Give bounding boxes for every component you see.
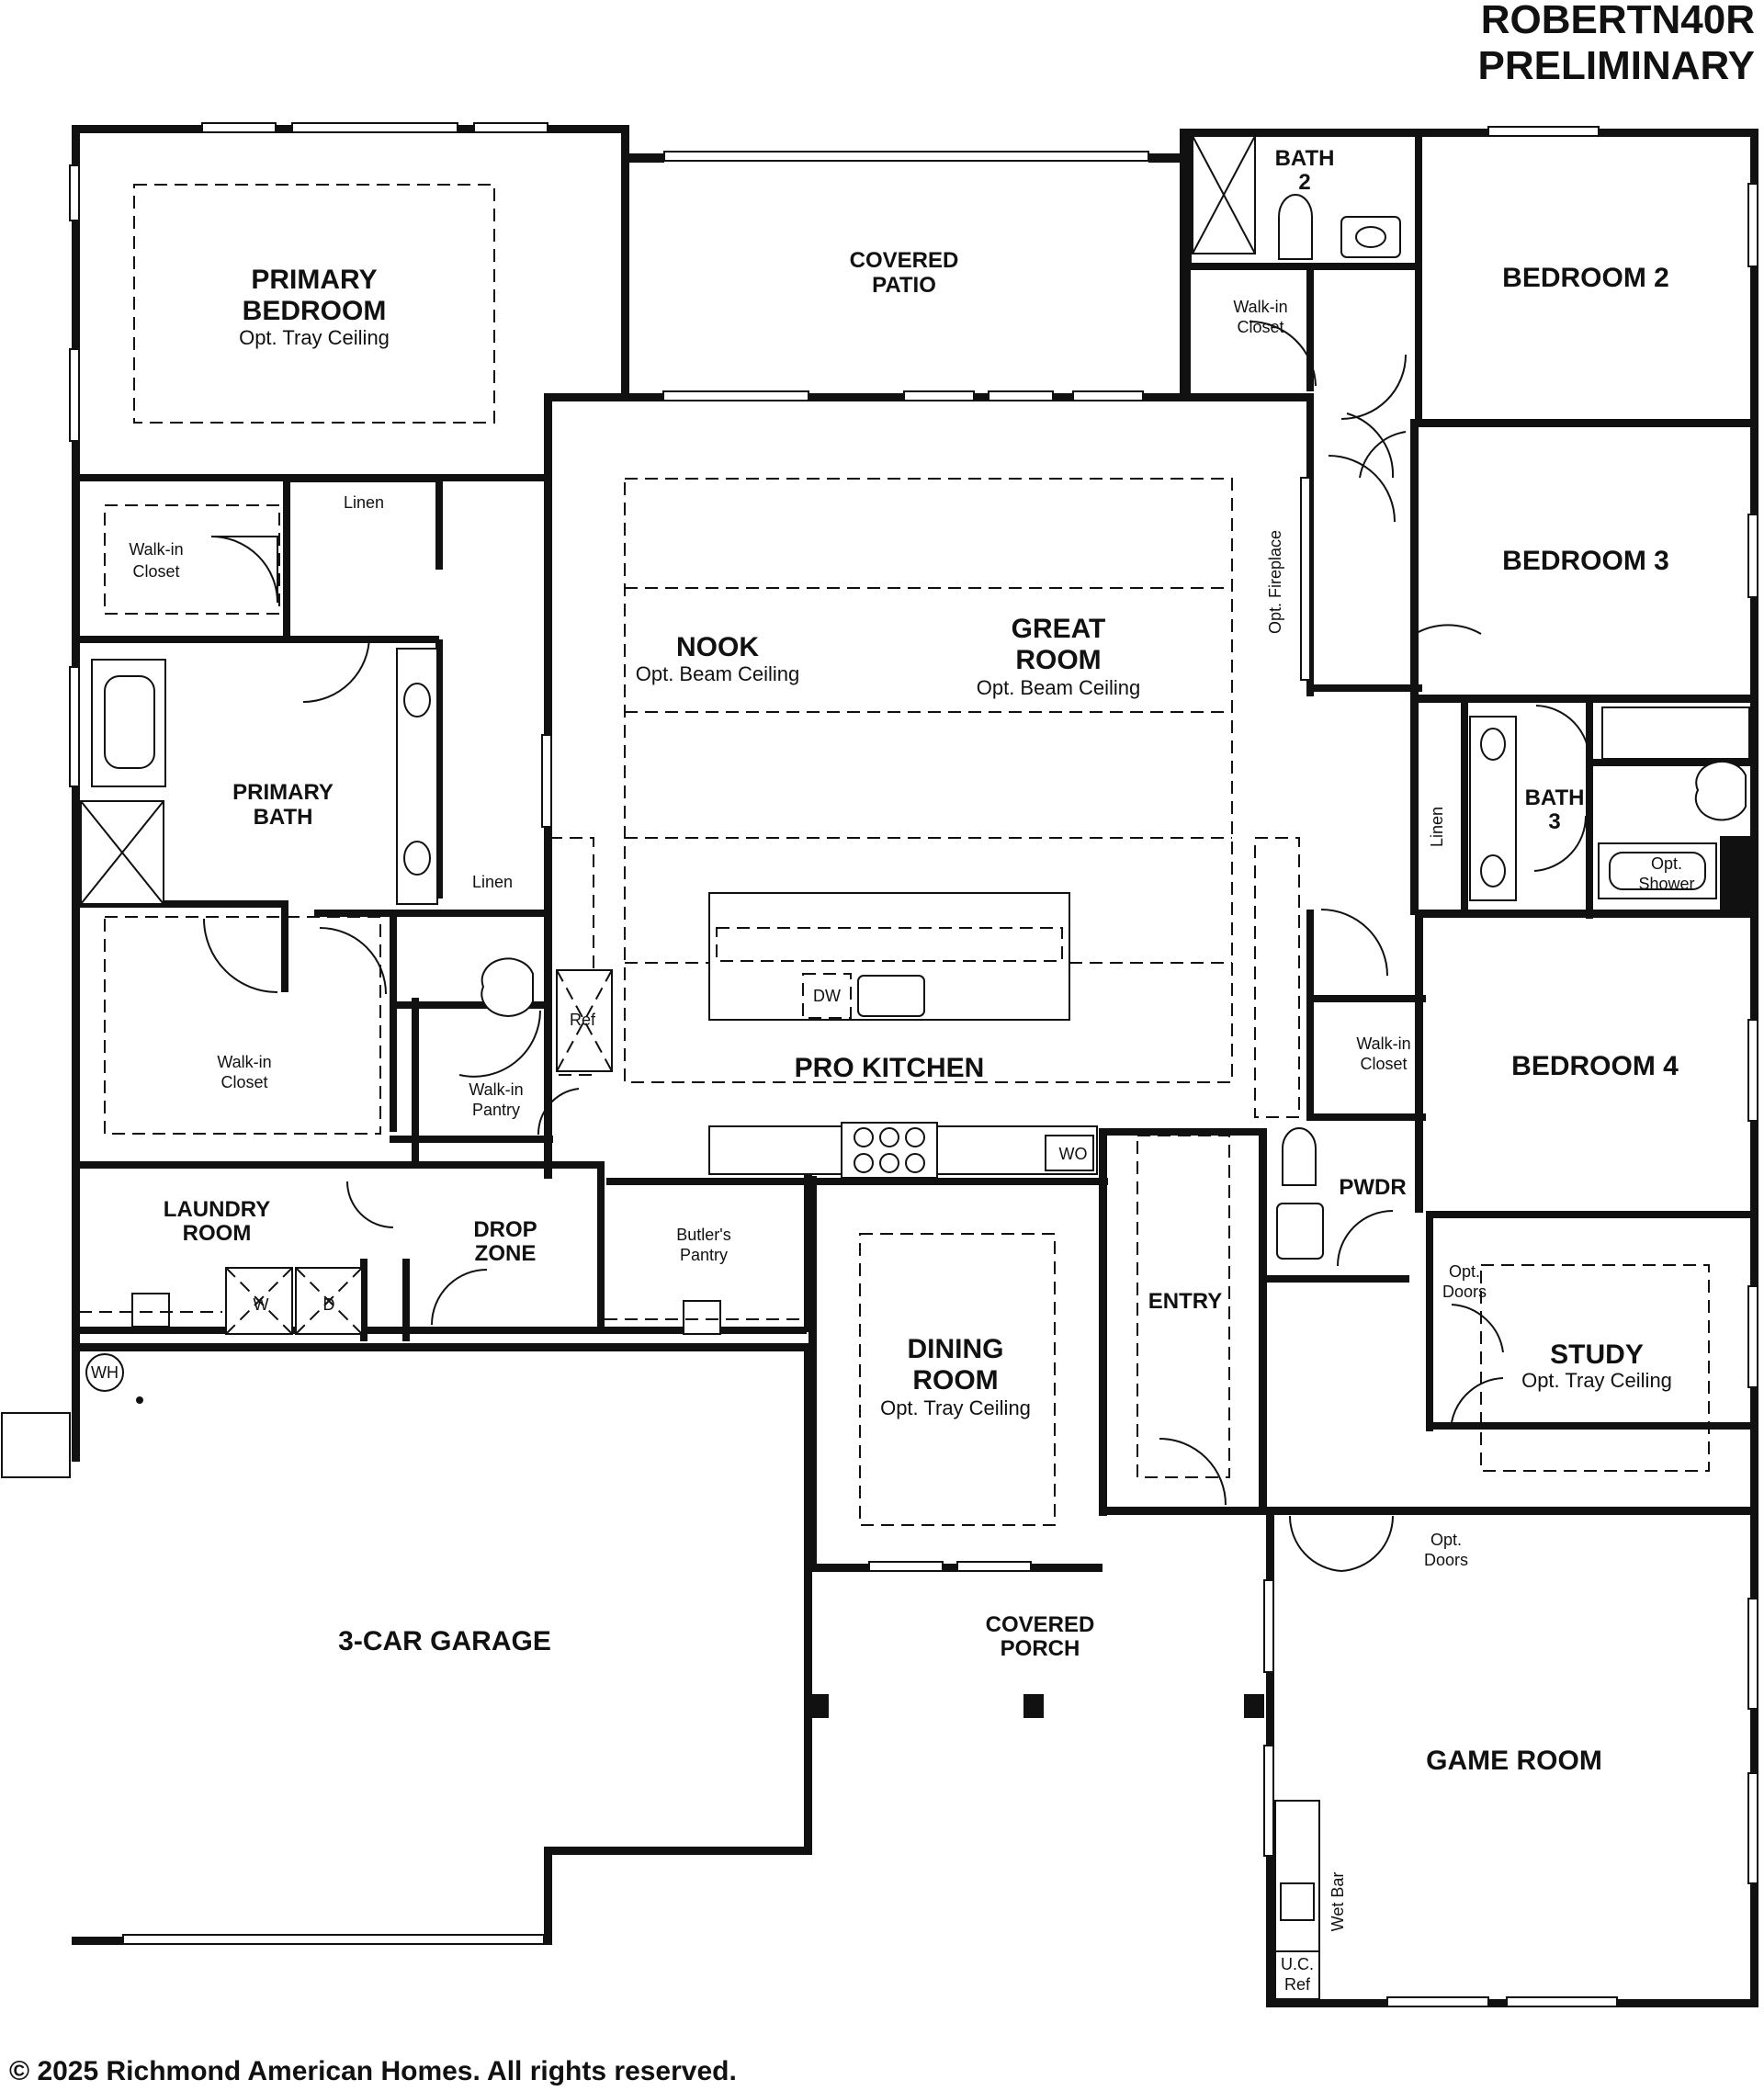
svg-text:COVERED: COVERED bbox=[850, 248, 959, 273]
powder-room: PWDR bbox=[1339, 1175, 1406, 1200]
svg-text:U.C.: U.C. bbox=[1281, 1955, 1314, 1973]
dining-room: DINING ROOM Opt. Tray Ceiling bbox=[880, 1334, 1031, 1419]
svg-text:ROOM: ROOM bbox=[912, 1365, 998, 1396]
fireplace: Opt. Fireplace bbox=[1266, 530, 1284, 634]
primary-bath: PRIMARY BATH bbox=[232, 780, 334, 830]
svg-text:Closet: Closet bbox=[132, 562, 179, 581]
svg-text:Closet: Closet bbox=[1360, 1055, 1407, 1073]
walkin-closet-bath2: Walk-in Closet bbox=[1233, 298, 1287, 336]
svg-text:Closet: Closet bbox=[1237, 318, 1283, 336]
svg-text:Opt. Beam Ceiling: Opt. Beam Ceiling bbox=[636, 662, 800, 685]
svg-text:PRIMARY: PRIMARY bbox=[251, 265, 377, 295]
svg-text:Walk-in: Walk-in bbox=[469, 1080, 523, 1099]
svg-text:Opt. Tray Ceiling: Opt. Tray Ceiling bbox=[880, 1396, 1031, 1419]
study-doors: Opt. Doors bbox=[1442, 1262, 1487, 1301]
bedroom-3: BEDROOM 3 bbox=[1502, 546, 1669, 576]
door-swings bbox=[203, 321, 1590, 1572]
svg-text:Doors: Doors bbox=[1424, 1551, 1468, 1569]
washer: W bbox=[254, 1295, 269, 1314]
linen-primary: Linen bbox=[344, 493, 384, 512]
bedroom-4: BEDROOM 4 bbox=[1511, 1051, 1679, 1081]
svg-text:NOOK: NOOK bbox=[676, 632, 759, 662]
game-room: GAME ROOM bbox=[1426, 1746, 1602, 1776]
refrigerator: Ref bbox=[570, 1011, 596, 1029]
wall-oven: WO bbox=[1059, 1145, 1088, 1163]
pro-kitchen: PRO KITCHEN bbox=[795, 1053, 985, 1083]
water-heater: WH bbox=[91, 1363, 119, 1382]
svg-text:3: 3 bbox=[1548, 809, 1560, 834]
walkin-closet-bed4: Walk-in Closet bbox=[1356, 1034, 1410, 1073]
svg-text:Butler's: Butler's bbox=[676, 1226, 730, 1244]
svg-text:Opt.: Opt. bbox=[1651, 854, 1682, 873]
walkin-closet-2: Walk-in Closet bbox=[217, 1053, 271, 1091]
svg-text:PORCH: PORCH bbox=[1001, 1636, 1080, 1661]
svg-text:PATIO: PATIO bbox=[872, 273, 936, 298]
fixtures bbox=[1, 135, 1750, 2000]
linen-hall: Linen bbox=[472, 873, 513, 891]
svg-text:Walk-in: Walk-in bbox=[1233, 298, 1287, 316]
svg-text:BEDROOM: BEDROOM bbox=[243, 296, 387, 326]
dryer: D bbox=[323, 1295, 335, 1314]
linen-bath3: Linen bbox=[1428, 807, 1446, 847]
svg-text:BATH: BATH bbox=[1275, 146, 1335, 171]
svg-text:ROOM: ROOM bbox=[183, 1221, 252, 1246]
uc-ref: U.C. Ref bbox=[1281, 1955, 1314, 1994]
garage: 3-CAR GARAGE bbox=[338, 1626, 551, 1656]
plan-status: PRELIMINARY bbox=[1478, 43, 1756, 88]
svg-text:2: 2 bbox=[1298, 170, 1310, 195]
svg-text:Walk-in: Walk-in bbox=[1356, 1034, 1410, 1053]
bedroom-2: BEDROOM 2 bbox=[1502, 263, 1669, 293]
svg-text:PRIMARY: PRIMARY bbox=[232, 780, 334, 805]
svg-text:COVERED: COVERED bbox=[986, 1612, 1095, 1637]
bath-3: BATH 3 bbox=[1525, 786, 1585, 834]
game-room-doors: Opt. Doors bbox=[1424, 1531, 1468, 1569]
svg-text:DROP: DROP bbox=[473, 1217, 537, 1242]
svg-text:Pantry: Pantry bbox=[472, 1101, 520, 1119]
butlers-pantry: Butler's Pantry bbox=[676, 1226, 730, 1264]
primary-bedroom: PRIMARY BEDROOM Opt. Tray Ceiling bbox=[239, 265, 390, 349]
dishwasher: DW bbox=[813, 987, 841, 1005]
covered-porch: COVERED PORCH bbox=[986, 1612, 1095, 1661]
svg-text:Opt.: Opt. bbox=[1449, 1262, 1480, 1281]
svg-text:Opt.: Opt. bbox=[1430, 1531, 1462, 1549]
walkin-pantry: Walk-in Pantry bbox=[469, 1080, 523, 1119]
svg-text:STUDY: STUDY bbox=[1550, 1339, 1644, 1370]
svg-text:BATH: BATH bbox=[254, 805, 313, 830]
nook: NOOK Opt. Beam Ceiling bbox=[636, 632, 800, 685]
windows bbox=[69, 122, 1758, 2007]
opt-shower: Opt. Shower bbox=[1638, 854, 1694, 893]
svg-text:Opt. Tray Ceiling: Opt. Tray Ceiling bbox=[1521, 1369, 1672, 1392]
svg-text:Opt. Tray Ceiling: Opt. Tray Ceiling bbox=[239, 326, 390, 349]
svg-text:ROOM: ROOM bbox=[1015, 645, 1101, 675]
svg-text:Walk-in: Walk-in bbox=[129, 540, 183, 559]
svg-text:Walk-in: Walk-in bbox=[217, 1053, 271, 1071]
bath-2: BATH 2 bbox=[1275, 146, 1335, 195]
drop-zone: DROP ZONE bbox=[473, 1217, 537, 1266]
study: STUDY Opt. Tray Ceiling bbox=[1521, 1339, 1672, 1392]
svg-text:DINING: DINING bbox=[908, 1334, 1004, 1364]
svg-text:Closet: Closet bbox=[220, 1073, 267, 1091]
copyright: © 2025 Richmond American Homes. All righ… bbox=[9, 2056, 737, 2086]
svg-text:Opt. Beam Ceiling: Opt. Beam Ceiling bbox=[977, 676, 1141, 699]
svg-text:Doors: Doors bbox=[1442, 1283, 1487, 1301]
great-room: GREAT ROOM Opt. Beam Ceiling bbox=[977, 614, 1141, 699]
svg-text:BATH: BATH bbox=[1525, 786, 1585, 810]
walkin-closet-1: Walk-in Closet bbox=[129, 540, 183, 581]
covered-patio: COVERED PATIO bbox=[850, 248, 959, 298]
svg-text:ZONE: ZONE bbox=[475, 1241, 537, 1266]
svg-text:LAUNDRY: LAUNDRY bbox=[164, 1197, 270, 1222]
wet-bar: Wet Bar bbox=[1329, 1872, 1347, 1932]
plan-name: ROBERTN40R bbox=[1481, 0, 1755, 42]
room-labels: PRIMARY BEDROOM Opt. Tray Ceiling COVERE… bbox=[91, 146, 1695, 1994]
svg-text:GREAT: GREAT bbox=[1012, 614, 1106, 644]
laundry-room: LAUNDRY ROOM bbox=[164, 1197, 270, 1246]
svg-text:Pantry: Pantry bbox=[680, 1246, 728, 1264]
svg-text:Shower: Shower bbox=[1638, 875, 1694, 893]
entry: ENTRY bbox=[1148, 1289, 1222, 1314]
svg-text:Ref: Ref bbox=[1284, 1975, 1311, 1994]
